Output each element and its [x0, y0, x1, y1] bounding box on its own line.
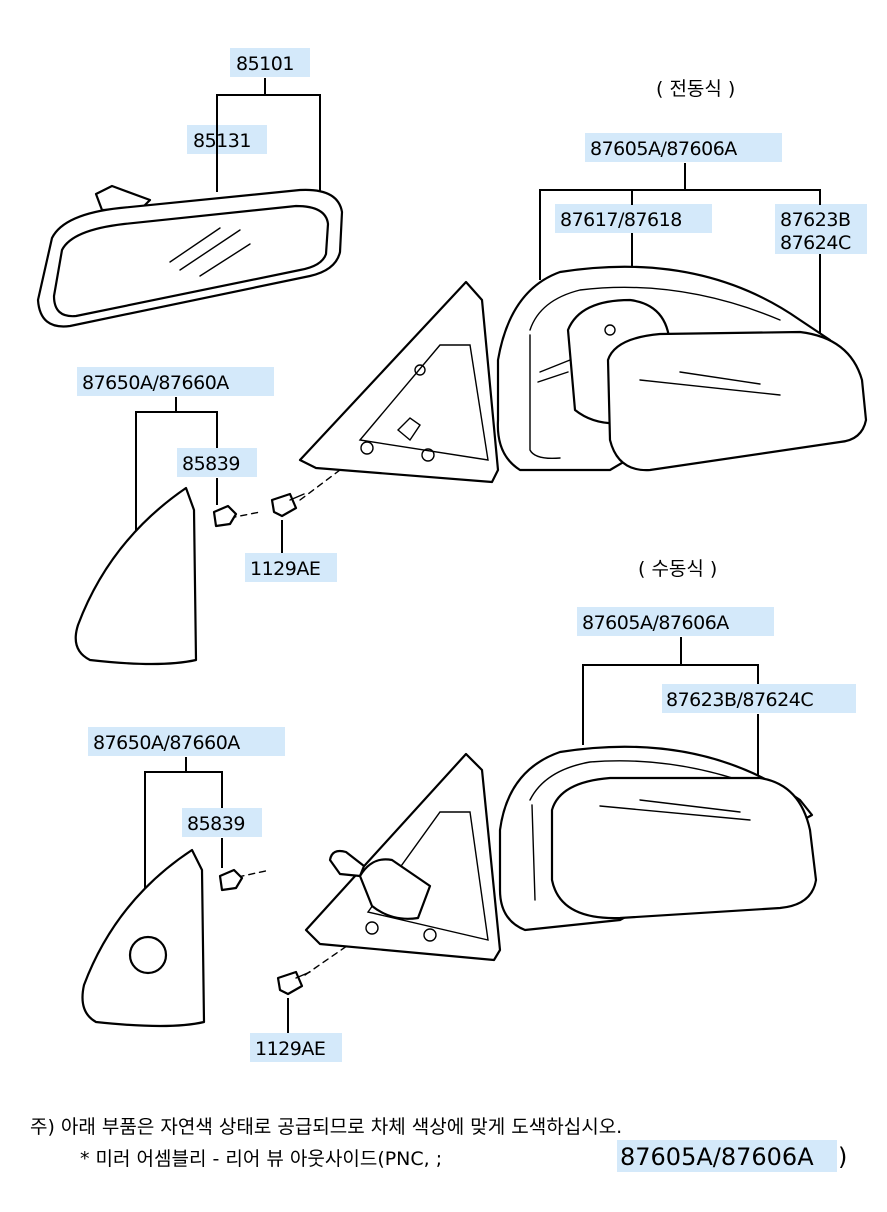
- svg-text:87605A/87606A: 87605A/87606A: [590, 138, 737, 160]
- cover-1-drawing: [74, 486, 198, 666]
- svg-text:87624C: 87624C: [780, 232, 851, 254]
- svg-text:87605A/87606A: 87605A/87606A: [620, 1143, 814, 1171]
- manual-outside-mirror-drawing: [304, 745, 818, 962]
- svg-text:1129AE: 1129AE: [250, 558, 320, 580]
- label-actuator[interactable]: 87617/87618: [555, 204, 712, 233]
- note-line-1: 주) 아래 부품은 자연색 상태로 공급되므로 차체 색상에 맞게 도색하십시오…: [30, 1116, 622, 1138]
- screw-1-drawing: [270, 492, 305, 518]
- svg-text:87617/87618: 87617/87618: [560, 209, 682, 231]
- svg-text:85839: 85839: [187, 813, 245, 835]
- label-85131[interactable]: 85131: [187, 125, 267, 154]
- label-screw-1[interactable]: 1129AE: [245, 553, 337, 582]
- svg-text:87605A/87606A: 87605A/87606A: [582, 612, 729, 634]
- note-line-2-prefix: * 미러 어셈블리 - 리어 뷰 아웃사이드(PNC, ;: [80, 1148, 442, 1170]
- label-screw-2[interactable]: 1129AE: [250, 1033, 342, 1062]
- clip-2-drawing: [218, 868, 244, 892]
- svg-text:87623B/87624C: 87623B/87624C: [666, 689, 813, 711]
- header-power-type: ( 전동식 ): [656, 78, 735, 100]
- power-outside-mirror-drawing: [298, 265, 868, 484]
- note-pnc-highlight[interactable]: 87605A/87606A: [617, 1140, 837, 1172]
- header-manual-type: ( 수동식 ): [638, 558, 717, 580]
- label-clip-2[interactable]: 85839: [182, 808, 262, 837]
- svg-text:87650A/87660A: 87650A/87660A: [82, 372, 229, 394]
- clip-1-drawing: [212, 504, 238, 528]
- note-line-2-suffix: ): [838, 1143, 847, 1171]
- svg-text:85131: 85131: [193, 130, 251, 152]
- label-cover-1[interactable]: 87650A/87660A: [77, 367, 274, 396]
- cover-2-drawing: [81, 848, 206, 1028]
- inside-mirror-drawing: [36, 184, 344, 328]
- svg-text:87623B: 87623B: [780, 209, 850, 231]
- svg-text:87650A/87660A: 87650A/87660A: [93, 732, 240, 754]
- svg-text:85839: 85839: [182, 453, 240, 475]
- label-glass-b[interactable]: 87623B 87624C: [775, 204, 867, 254]
- label-cover-2[interactable]: 87650A/87660A: [88, 727, 285, 756]
- svg-text:1129AE: 1129AE: [255, 1038, 325, 1060]
- label-clip-1[interactable]: 85839: [177, 448, 257, 477]
- label-bottom-mirror-pair[interactable]: 87605A/87606A: [577, 607, 774, 636]
- label-85101[interactable]: 85101: [230, 48, 310, 77]
- label-glass-2[interactable]: 87623B/87624C: [662, 684, 856, 713]
- label-top-mirror-pair[interactable]: 87605A/87606A: [585, 133, 782, 162]
- screw-2-drawing: [276, 970, 311, 996]
- svg-text:85101: 85101: [236, 53, 294, 75]
